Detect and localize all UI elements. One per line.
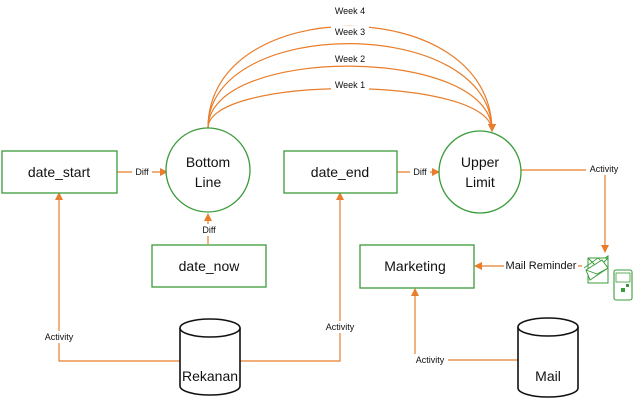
bottom-line-label-1: Bottom [186,154,230,170]
edge-week-4 [207,25,496,132]
edge-labels: Week 4 Week 3 Week 2 Week 1 Diff Diff Di… [41,5,622,366]
label-diff-end: Diff [413,167,427,177]
node-rekanan: Rekanan [179,318,241,396]
date-end-label: date_end [311,164,369,180]
edge-upper-to-reminder [520,169,609,253]
bottom-line-label-2: Line [195,174,222,190]
upper-limit-label-2: Limit [465,174,495,190]
edge-week-1 [207,88,496,132]
label-activity-rekanan-end: Activity [326,322,355,332]
edges [55,25,609,362]
edge-week-3 [207,43,496,132]
label-week-1: Week 1 [335,80,365,90]
label-week-2: Week 2 [335,54,365,64]
label-week-3: Week 3 [335,27,365,37]
label-activity-mail: Activity [416,355,445,365]
label-mail-reminder: Mail Reminder [506,260,577,272]
node-date-now: date_now [151,244,267,288]
rekanan-label: Rekanan [182,368,238,384]
node-marketing: Marketing [359,244,475,289]
date-now-label: date_now [179,258,241,274]
mail-label: Mail [535,368,561,384]
edge-week-2 [207,65,496,132]
label-activity-rekanan-start: Activity [45,332,74,342]
label-diff-now: Diff [202,225,216,235]
node-date-end: date_end [283,150,398,194]
label-diff-start: Diff [135,167,149,177]
edge-rekanan-to-date-start [55,192,180,362]
node-bottom-line: Bottom Line [165,127,251,213]
label-week-4: Week 4 [335,6,365,16]
node-mail: Mail [517,317,579,398]
label-activity-upper: Activity [590,164,619,174]
phone-icon [613,269,633,301]
edge-rekanan-to-date-end [240,192,344,362]
marketing-label: Marketing [384,258,445,274]
date-start-label: date_start [28,164,90,180]
edge-mail-to-marketing [411,288,518,361]
upper-limit-label-1: Upper [461,154,499,170]
envelope-icon [583,255,609,284]
node-date-start: date_start [1,150,118,194]
node-upper-limit: Upper Limit [438,130,522,214]
